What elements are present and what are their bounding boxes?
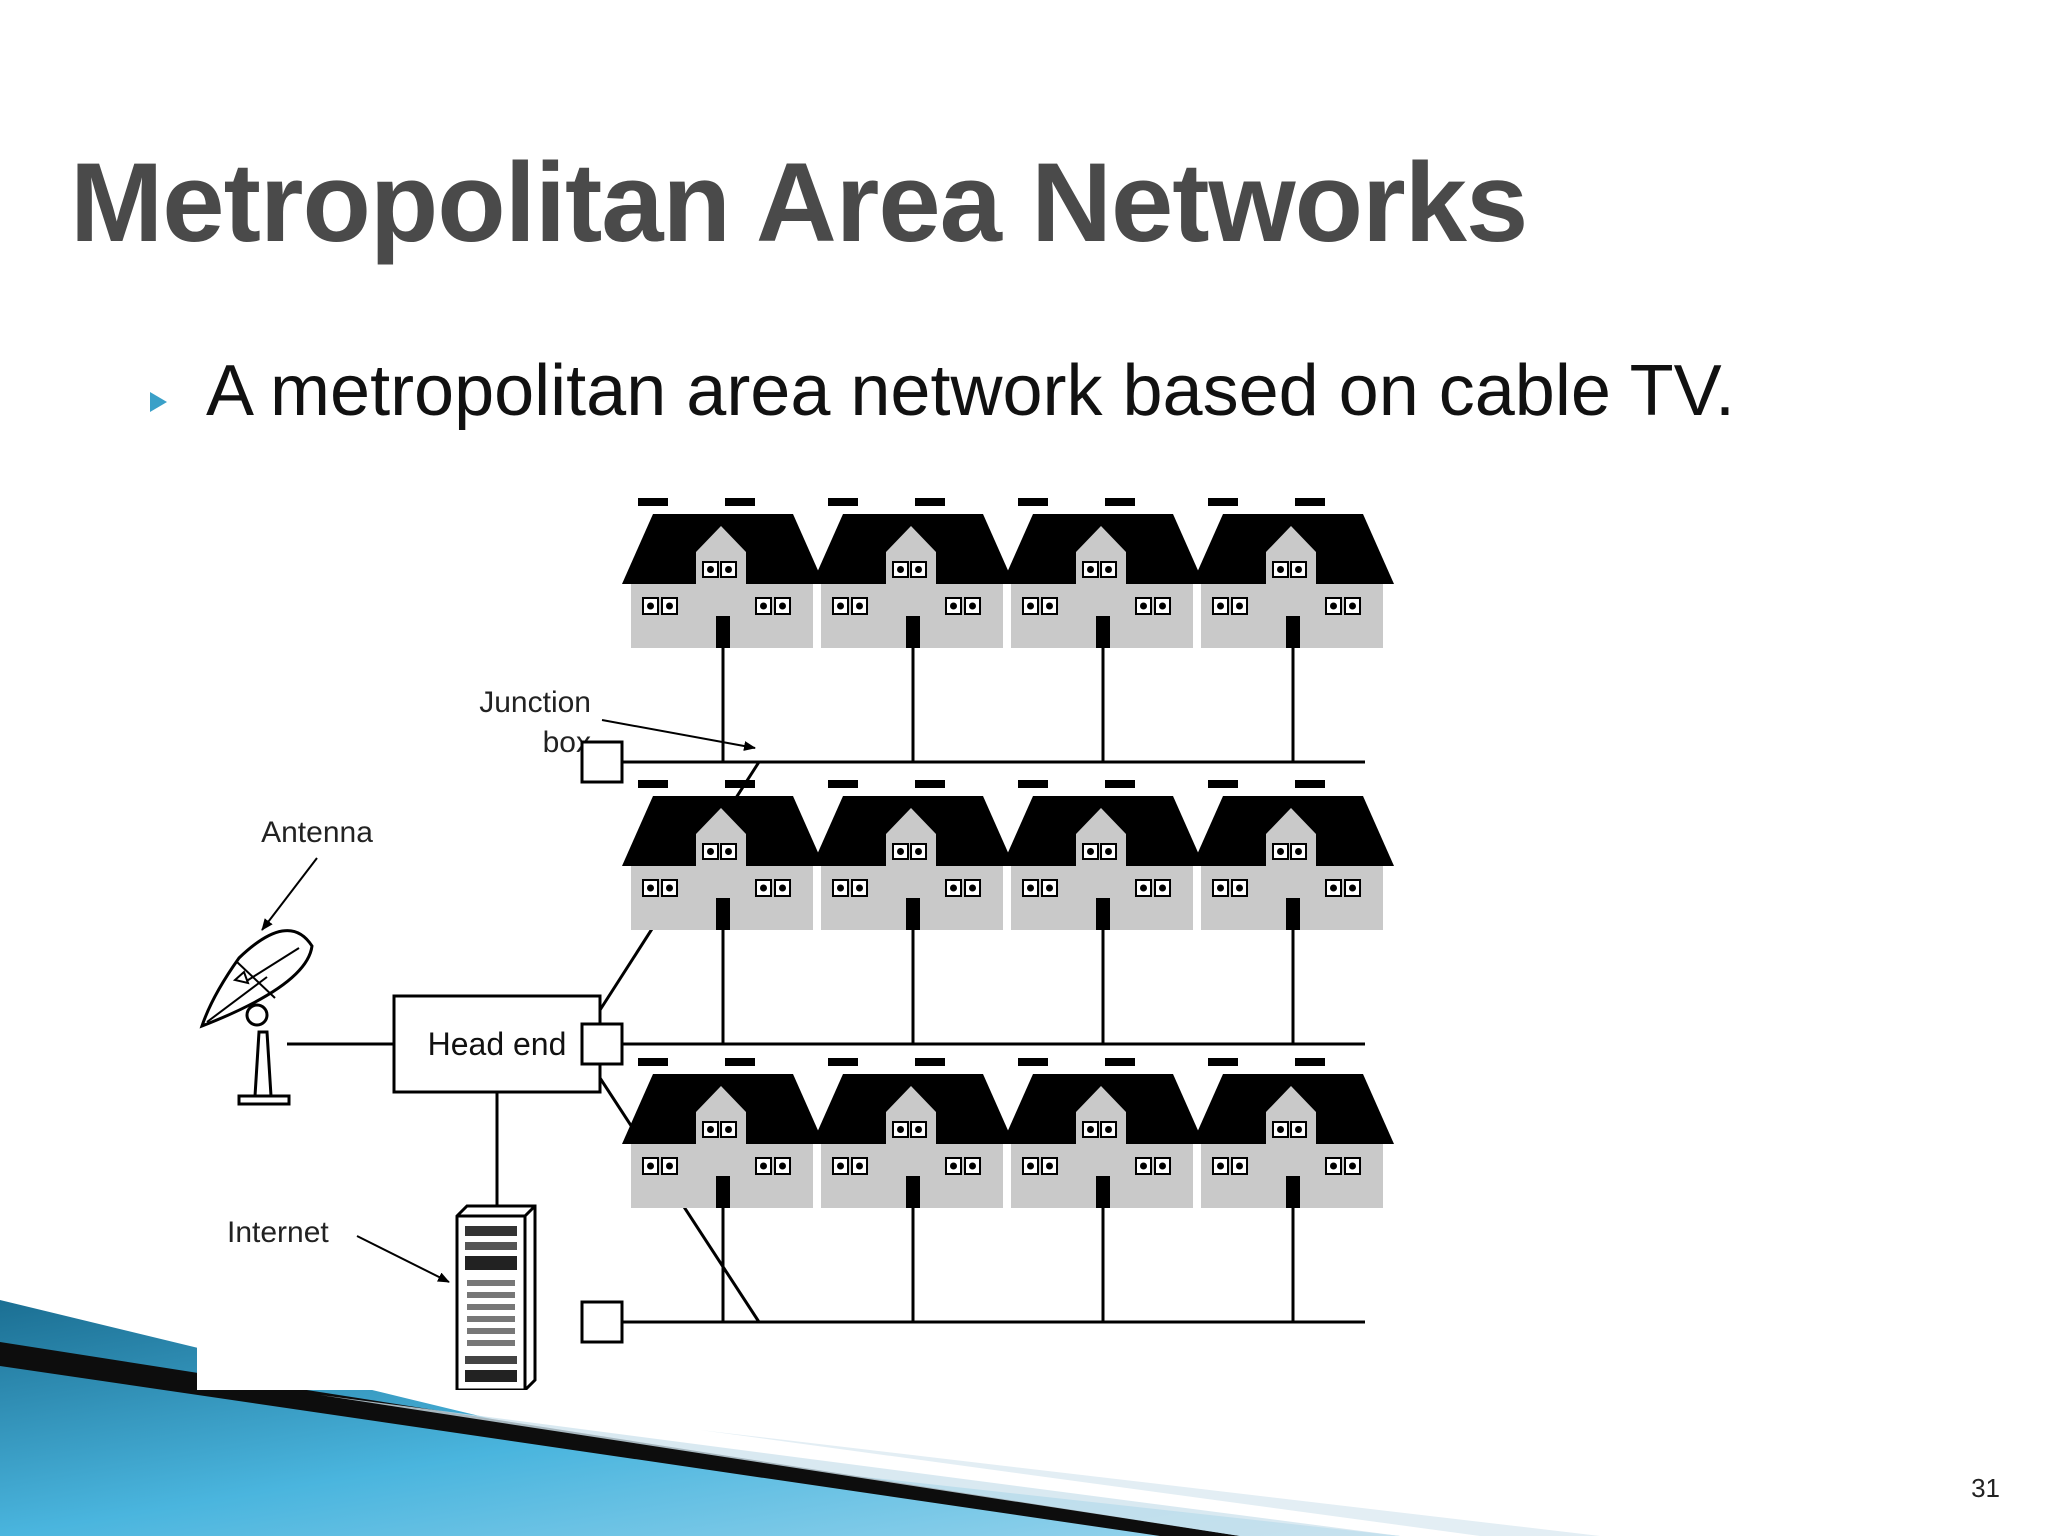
house-icon — [1191, 497, 1395, 649]
bullet-text: A metropolitan area network based on cab… — [206, 351, 1735, 431]
house-icon — [1001, 1057, 1205, 1209]
internet-pointer-arrow — [356, 1235, 450, 1283]
junction-label-line1: Junction — [479, 686, 591, 719]
house-icon — [811, 1057, 1015, 1209]
page-number: 31 — [1971, 1473, 2000, 1503]
junction-pointer-arrow — [601, 719, 756, 751]
internet-server-icon — [455, 1204, 537, 1390]
house-icon — [621, 779, 825, 931]
house-icon — [1001, 779, 1205, 931]
house-icon — [621, 497, 825, 649]
junction-box — [580, 1300, 624, 1344]
slide-title: Metropolitan Area Networks — [70, 140, 1528, 265]
network-diagram: Head end Antenna Junction box — [197, 490, 1817, 1390]
house-icon — [1191, 1057, 1395, 1209]
junction-box — [580, 1022, 624, 1066]
house-icon — [811, 779, 1015, 931]
house-icon — [1001, 497, 1205, 649]
head-end-label: Head end — [428, 1026, 567, 1062]
junction-box — [580, 740, 624, 784]
house-icon — [621, 1057, 825, 1209]
internet-label: Internet — [227, 1216, 329, 1249]
antenna-label: Antenna — [261, 816, 373, 849]
decorative-swoosh — [0, 1300, 1600, 1536]
diagram-canvas: Head end Antenna Junction box — [199, 497, 1395, 1390]
house-icon — [811, 497, 1015, 649]
house-icon — [1191, 779, 1395, 931]
bullet-triangle-icon — [150, 392, 167, 412]
antenna-pointer-arrow — [261, 857, 318, 931]
antenna-dish-icon — [199, 929, 314, 1106]
street-layer — [580, 497, 1395, 1344]
